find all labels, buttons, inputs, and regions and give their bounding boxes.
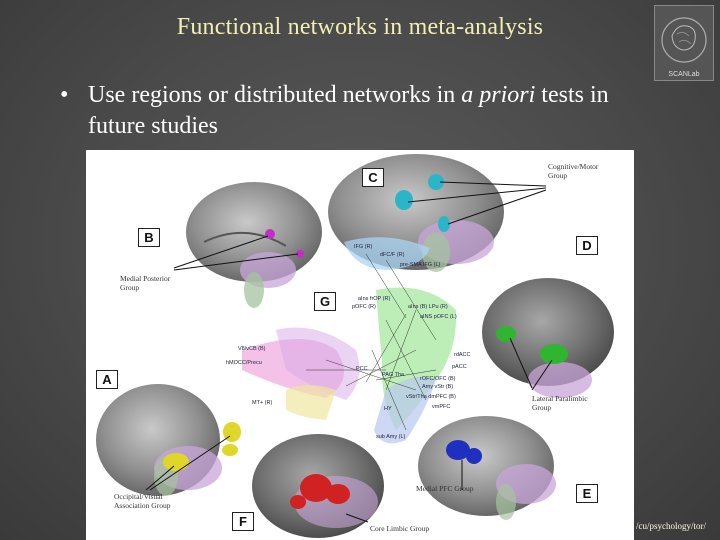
brain-e: [418, 416, 556, 520]
bullet-text-end: tests in future studies: [88, 82, 609, 139]
network-label: Amy vStr (B): [422, 384, 454, 390]
group-label-cognitive-motor: Cognitive/Motor Group: [548, 162, 599, 180]
scanlab-logo: SCANLab: [654, 5, 714, 81]
panel-label-a: A: [96, 370, 118, 389]
brain-a: [96, 384, 241, 496]
network-label: pOFC (R): [352, 304, 376, 310]
network-label: hMOCC/Precu: [226, 360, 262, 366]
network-label: rdACC: [454, 352, 471, 358]
brain-f: [252, 434, 384, 538]
group-label-core-limbic: Core Limbic Group: [370, 524, 430, 533]
network-label: HY: [384, 406, 392, 412]
network-label: vmPFC: [432, 404, 451, 410]
brain-seal-icon: [661, 17, 707, 63]
network-label: IFG (R): [354, 244, 373, 250]
network-label: aINS pOFC (L): [420, 314, 457, 320]
network-label: pre-SMA IFG (L): [400, 262, 441, 268]
network-label: rOFC/OFC (B): [420, 376, 456, 382]
brain-d: [482, 278, 614, 398]
group-label-medial-posterior: Medial Posterior Group: [120, 274, 171, 292]
network-label: V8/vCB (B): [238, 346, 266, 352]
panel-label-c: C: [362, 168, 384, 187]
bullet-text-italic: a priori: [461, 82, 536, 108]
bullet-dot: •: [60, 82, 69, 108]
network-g: [242, 237, 457, 444]
group-label-lateral-paralimbic: Lateral Paralimbic Group: [532, 394, 588, 412]
source-url[interactable]: /cu/psychology/tor/: [636, 521, 706, 531]
panel-label-b: B: [138, 228, 160, 247]
network-label: dFC/F (R): [380, 252, 405, 258]
network-label: aIns (B) LPu (R): [408, 304, 448, 310]
bullet-text-start: Use regions or distributed networks in: [88, 82, 462, 108]
network-label: aIns frOP (R): [358, 296, 391, 302]
panel-label-f: F: [232, 512, 254, 531]
brain-network-figure: C B D G A E F Cognitive/Motor Group Medi…: [86, 150, 634, 540]
brain-b: [186, 182, 322, 308]
panel-label-e: E: [576, 484, 598, 503]
logo-text: SCANLab: [668, 71, 700, 78]
panel-label-g: G: [314, 292, 336, 311]
network-label: PCC: [356, 366, 368, 372]
network-label: PAG Tha: [382, 372, 405, 378]
figure-illustration: [96, 154, 614, 538]
panel-label-d: D: [576, 236, 598, 255]
network-label: pACC: [452, 364, 467, 370]
slide-title: Functional networks in meta-analysis: [176, 14, 544, 40]
group-label-medial-pfc: Medial PFC Group: [416, 484, 474, 493]
network-label: MT+ (R): [252, 400, 273, 406]
annotation-arrows: [145, 181, 553, 523]
group-label-occipital-visual: Occipital/Visual Association Group: [114, 492, 171, 510]
network-label: sub Amy (L): [376, 434, 406, 440]
network-label: vStr/Tha dmPFC (B): [406, 394, 456, 400]
bullet-text: Use regions or distributed networks in a…: [88, 80, 668, 142]
